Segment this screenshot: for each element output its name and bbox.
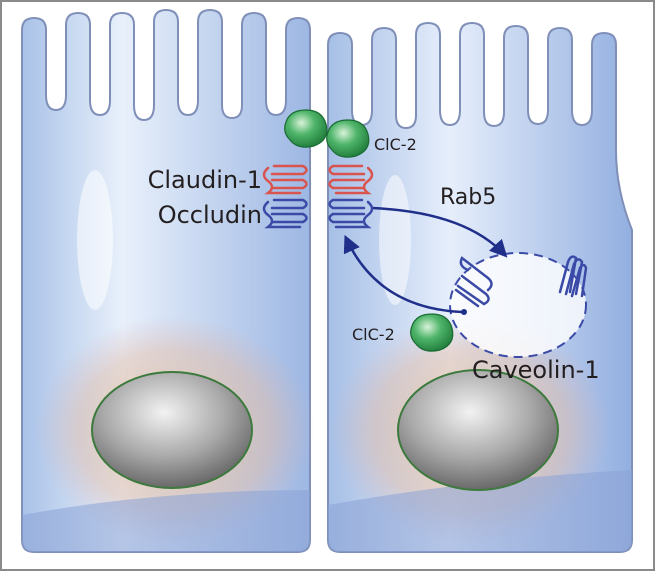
left-cell-highlight [77, 170, 113, 310]
caveolin-label: Caveolin-1 [472, 356, 600, 384]
left-basal-shade [22, 490, 310, 552]
right-cell-highlight [379, 175, 411, 305]
left-cell [21, 8, 315, 553]
endocytosis-arrow [371, 206, 508, 258]
internalized-occludin-left [454, 256, 493, 308]
internalized-occludin-right [558, 255, 588, 298]
left-nucleus [91, 371, 253, 489]
claudin-label: Claudin-1 [148, 166, 262, 194]
clc2-channel-cytoplasm [410, 313, 454, 352]
caveolin-vesicle [449, 252, 587, 358]
rab5-label: Rab5 [440, 185, 496, 210]
clc2-channel-top-right [326, 119, 370, 158]
occludin-strands [262, 198, 374, 229]
claudin-strands [262, 164, 374, 195]
clc2-top-label: ClC-2 [374, 135, 417, 154]
recycling-arrow-origin [461, 309, 467, 315]
recycling-arrow [343, 234, 463, 314]
occludin-label: Occludin [158, 201, 262, 229]
right-nucleus [397, 369, 559, 491]
right-basal-shade [328, 470, 632, 552]
clc2-bottom-label: ClC-2 [352, 325, 395, 344]
clc2-channel-top-left [284, 109, 328, 148]
